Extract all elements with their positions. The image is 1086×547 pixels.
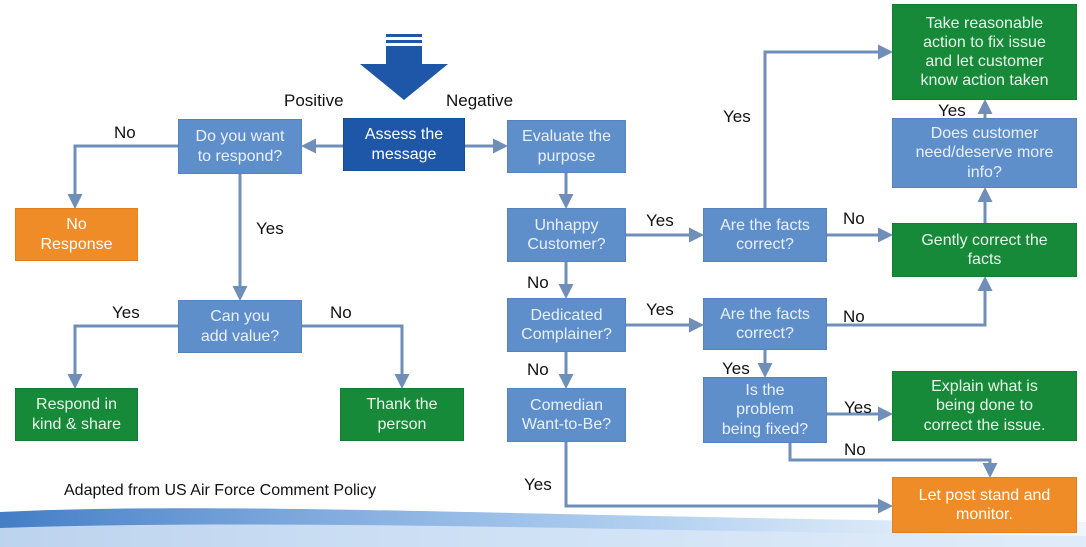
node-problem-fixed: Is the problem being fixed? xyxy=(703,377,827,443)
label-yes-value: Yes xyxy=(112,303,140,322)
conn-value-respond xyxy=(67,324,178,389)
node-comedian: Comedian Want-to-Be? xyxy=(507,388,626,442)
start-arrow-icon xyxy=(360,34,448,100)
label-no-value: No xyxy=(330,303,352,322)
node-no-response: No Response xyxy=(15,208,138,261)
node-facts-2: Are the facts correct? xyxy=(703,298,827,350)
node-want-respond: Do you want to respond? xyxy=(178,119,302,174)
conn-value-thank xyxy=(302,324,410,389)
label-yes-unhappy: Yes xyxy=(646,211,674,230)
node-facts-1: Are the facts correct? xyxy=(703,208,827,262)
label-yes-comedian: Yes xyxy=(524,475,552,494)
label-negative: Negative xyxy=(446,91,514,110)
label-yes-dedicated: Yes xyxy=(646,300,674,319)
label-yes-want: Yes xyxy=(256,219,284,238)
node-explain: Explain what is being done to correct th… xyxy=(892,371,1077,441)
label-yes-facts-2: Yes xyxy=(722,359,750,378)
label-yes-facts-1: Yes xyxy=(723,107,751,126)
label-positive: Positive xyxy=(284,91,344,110)
node-assess: Assess the message xyxy=(343,118,465,171)
label-no-facts-1: No xyxy=(843,209,865,228)
node-evaluate: Evaluate the purpose xyxy=(507,120,626,173)
node-add-value: Can you add value? xyxy=(178,300,302,353)
credit-text: Adapted from US Air Force Comment Policy xyxy=(64,482,377,499)
conn-facts1-action xyxy=(763,44,893,208)
node-gently-correct: Gently correct the facts xyxy=(892,223,1077,277)
node-let-stand: Let post stand and monitor. xyxy=(892,477,1077,533)
conn-comedian-stand xyxy=(564,442,893,514)
label-no-facts-2: No xyxy=(843,307,865,326)
label-no-want: No xyxy=(114,123,136,142)
conn-facts2-gently xyxy=(827,276,993,327)
label-no-unhappy: No xyxy=(527,273,549,292)
label-yes-fixed: Yes xyxy=(844,398,872,417)
node-unhappy: Unhappy Customer? xyxy=(507,208,626,262)
node-need-info: Does customer need/deserve more info? xyxy=(892,118,1077,188)
conn-fixed-stand xyxy=(788,443,998,478)
conn-want-noresp xyxy=(67,144,178,209)
label-yes-info: Yes xyxy=(938,101,966,120)
label-no-fixed: No xyxy=(844,440,866,459)
node-thank-person: Thank the person xyxy=(340,388,464,441)
node-respond-kind: Respond in kind & share xyxy=(15,388,138,441)
label-no-dedicated: No xyxy=(527,360,549,379)
node-take-action: Take reasonable action to fix issue and … xyxy=(892,4,1077,100)
node-dedicated: Dedicated Complainer? xyxy=(507,298,626,352)
